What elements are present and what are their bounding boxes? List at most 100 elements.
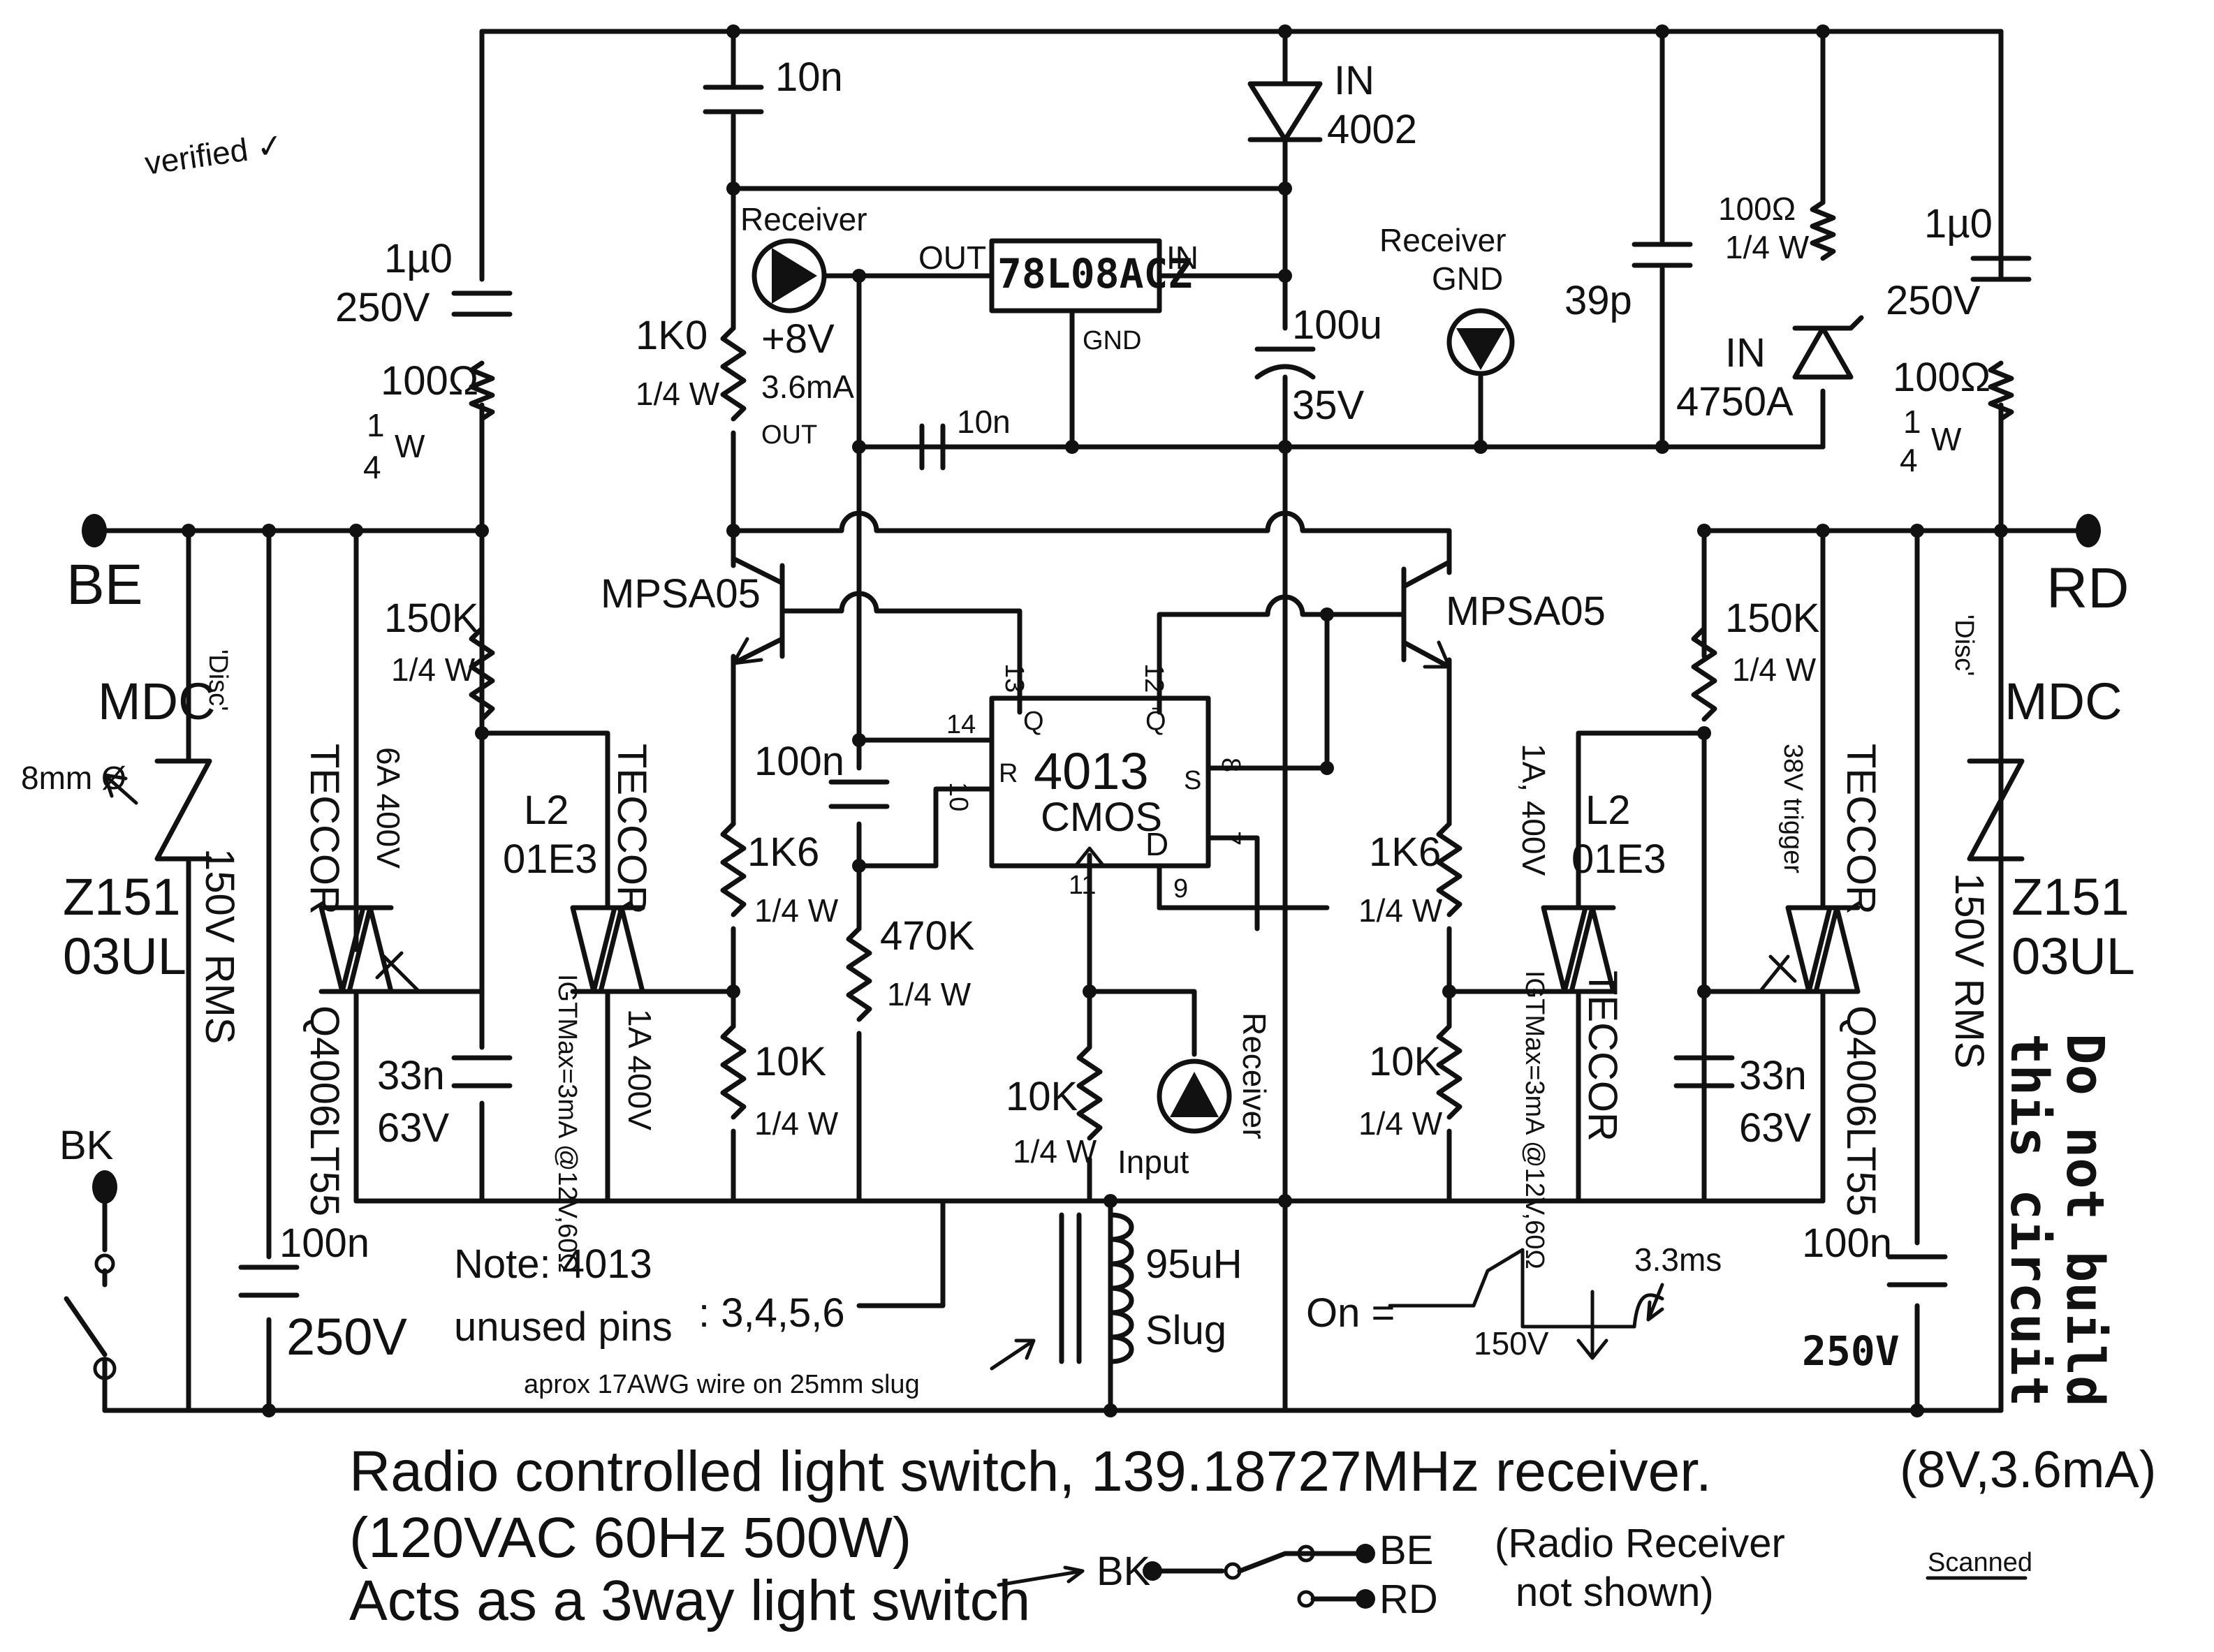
junction-dot	[1910, 524, 1924, 538]
cap-10n-top	[703, 84, 764, 115]
res-right-10k	[1436, 1024, 1462, 1120]
pin-9-label: 9	[1173, 874, 1188, 904]
caption-rd-dot	[1356, 1589, 1375, 1609]
diac-icon	[1758, 954, 1797, 994]
up-arrow-icon	[1170, 1072, 1219, 1117]
diode-label-2: 4002	[1327, 107, 1417, 152]
cap-10n-top-label: 10n	[775, 54, 843, 100]
regulator-box	[989, 238, 1162, 314]
left-10k-power: 1/4 W	[754, 1105, 839, 1142]
res-left-10k	[720, 1024, 747, 1120]
caption-arrow-line	[997, 1569, 1085, 1587]
left-mov-part-1: Z151	[63, 868, 181, 926]
right-teccor-small: TECCOR	[1580, 971, 1625, 1142]
unused-pins: : 3,4,5,6	[698, 1290, 845, 1336]
res-left-150k	[469, 626, 495, 722]
caption-switch-contact	[1224, 1562, 1242, 1580]
res-right-100r	[1988, 360, 2014, 422]
be-label: BE	[66, 553, 142, 617]
caption-switch-be: BE	[1379, 1528, 1433, 1573]
cap-right-100n-250v	[1886, 1254, 1948, 1288]
caption-switch-bk: BK	[1097, 1549, 1151, 1594]
caption-switch-rd: RD	[1379, 1577, 1438, 1622]
right-teccor-big: TECCOR	[1838, 744, 1884, 915]
junction-dot	[1278, 440, 1292, 454]
left-150k-power: 1/4 W	[391, 651, 476, 688]
diode-label-1: IN	[1334, 58, 1374, 103]
receiver-plus-label: Receiver	[740, 201, 867, 237]
left-100n-voltage: 250V	[286, 1308, 407, 1366]
junction-dot	[852, 733, 866, 747]
junction-dot	[1320, 761, 1334, 775]
right-cross-wire	[1157, 612, 1330, 910]
pin-13-label: 13	[999, 663, 1029, 693]
zener-label-1: IN	[1725, 330, 1766, 376]
right-arrow-icon	[772, 248, 817, 304]
junction-dot	[1442, 984, 1456, 998]
regulator-part: 78L08ACZ	[997, 250, 1192, 297]
junction-dot	[262, 1403, 276, 1417]
receiver-plus-line1: +8V	[761, 316, 835, 362]
waveform-time: 3.3ms	[1634, 1241, 1722, 1278]
receiver-input-circle	[1157, 1059, 1232, 1134]
right-triac-small-rating: 1A, 400V	[1516, 744, 1552, 876]
right-feed-wire	[1998, 402, 2084, 533]
ic-r-label: R	[999, 759, 1018, 788]
regulator-out-label: OUT	[918, 239, 986, 276]
pin-10-label: 10	[944, 782, 973, 811]
clock-triangle-icon	[1073, 846, 1106, 868]
text-labels: verified ✓ Do not build this circuit Sca…	[21, 54, 2156, 1632]
cap-100u	[1254, 346, 1316, 380]
right-mov-icon	[1967, 758, 2025, 862]
caption-line2: (120VAC 60Hz 500W)	[349, 1506, 911, 1570]
ic-tech-label: CMOS	[1041, 795, 1162, 840]
right-res-power-den: 4	[1900, 442, 1918, 478]
junction-dot	[1474, 440, 1488, 454]
right-igt-note: IGTMax=3mA @12V,60Ω	[1520, 971, 1549, 1269]
cap-100n-center-label: 100n	[754, 739, 844, 784]
junction-dot	[726, 182, 740, 196]
caption-bk-dot	[1143, 1561, 1162, 1581]
rd-terminal	[2076, 514, 2101, 547]
junction-dot	[1816, 524, 1830, 538]
do-not-build-line2: this circuit	[1999, 1033, 2059, 1407]
junction-dot	[1278, 182, 1292, 196]
left-triac-small-2: 01E3	[503, 836, 597, 882]
left-33n-voltage: 63V	[377, 1105, 450, 1151]
junction-dot	[726, 984, 740, 998]
waveform-time-arrow-icon	[1646, 1283, 1664, 1322]
receiver-input-connector	[1157, 1059, 1232, 1134]
cap-39p-label: 39p	[1564, 278, 1632, 323]
receiver-input-line2: Input	[1117, 1144, 1189, 1180]
junction-dot	[726, 524, 740, 538]
left-teccor-small: TECCOR	[609, 744, 654, 915]
left-100n-label: 100n	[279, 1220, 369, 1266]
junction-dot	[1697, 984, 1711, 998]
left-igt-note: IGTMax=3mA @12V,60Ω	[552, 974, 582, 1273]
res-right-150k	[1691, 626, 1717, 722]
diac-icon	[375, 951, 421, 994]
right-1k6-power: 1/4 W	[1358, 892, 1443, 929]
caption-switch-contact	[1297, 1544, 1315, 1563]
caption-line1b: (8V,3.6mA)	[1900, 1440, 2156, 1498]
cap-right-1u0	[1970, 256, 2032, 282]
zener-label-2: 4750A	[1676, 379, 1794, 425]
right-33n-label: 33n	[1739, 1053, 1807, 1098]
caption-arrow-icon	[1063, 1565, 1085, 1584]
right-res-value: 100Ω	[1893, 355, 1991, 400]
waveform-down-arrow-icon	[1576, 1290, 1608, 1360]
right-disc-label: 'Disc'	[1949, 614, 1979, 676]
left-10k-label: 10K	[754, 1039, 827, 1084]
wire-note: aprox 17AWG wire on 25mm slug	[524, 1370, 920, 1399]
r10k-input-label: 10K	[1006, 1074, 1078, 1119]
junction-dot	[1083, 984, 1097, 998]
main-wires	[64, 29, 2084, 1413]
res-input-10k	[1076, 1045, 1103, 1141]
right-res-power-num: 1	[1903, 404, 1921, 440]
receiver-gnd-connector	[1446, 308, 1515, 376]
left-33n-label: 33n	[377, 1053, 445, 1098]
left-triac-small-1: L2	[524, 788, 569, 833]
junction-dot	[475, 726, 489, 740]
verified-annotation: verified ✓	[142, 126, 286, 182]
inductor-95uh-icon	[1108, 1212, 1134, 1364]
